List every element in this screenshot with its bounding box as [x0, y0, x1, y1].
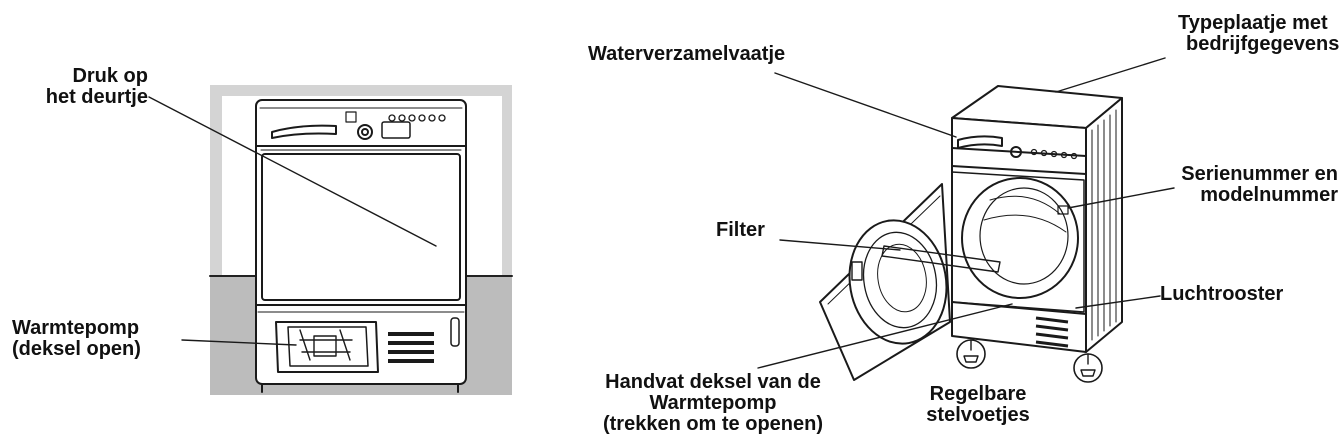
front-door — [261, 153, 461, 301]
label-line: stelvoetjes — [926, 404, 1030, 426]
label-line: Serienummer en — [1181, 163, 1338, 185]
label-line: Luchtrooster — [1160, 283, 1284, 305]
leader-warmtepomp — [181, 339, 297, 346]
label-waterverzamelvaatje: Waterverzamelvaatje — [588, 44, 785, 65]
label-luchtrooster: Luchtrooster — [1160, 284, 1283, 305]
label-line: Typeplaatje met — [1178, 12, 1328, 34]
water-container-drawer — [957, 135, 1003, 149]
open-dryer-illustration — [757, 57, 1175, 383]
leader-druk-op — [148, 96, 437, 247]
side-hatching — [1091, 109, 1117, 341]
label-line: het deurtje — [45, 86, 148, 108]
label-handvat: Handvat deksel van de Warmtepomp (trekke… — [562, 372, 864, 435]
dryer-front-body — [255, 99, 467, 385]
heat-pump-hatch — [275, 321, 379, 373]
front-vent-grille — [388, 332, 434, 363]
leader-luchtrooster — [1075, 295, 1161, 309]
leader-filter — [779, 239, 901, 251]
serial-plate — [1057, 205, 1069, 215]
front-view-illustration — [148, 85, 513, 395]
label-filter: Filter — [716, 220, 765, 241]
label-line: Handvat deksel van de — [605, 371, 821, 393]
label-serienummer: Serienummer en modelnummer — [1160, 164, 1338, 206]
label-line: Regelbare — [929, 383, 1027, 405]
label-warmtepomp: Warmtepomp (deksel open) — [12, 318, 141, 360]
leader-serienummer — [1067, 187, 1175, 209]
label-line: bedrijfgegevens — [1186, 33, 1340, 55]
label-line: Warmtepomp — [12, 317, 140, 339]
filter-slot — [881, 245, 1001, 273]
label-line: Druk op — [72, 65, 148, 87]
label-druk-op: Druk op het deurtje — [38, 66, 148, 108]
leader-handvat — [757, 303, 1013, 369]
label-typeplaatje: Typeplaatje met bedrijfgegevens — [1178, 13, 1339, 55]
side-vent-grille — [1035, 316, 1069, 348]
label-line: Filter — [716, 219, 765, 241]
label-line: (deksel open) — [12, 338, 141, 360]
label-line: Waterverzamelvaatje — [588, 43, 786, 65]
label-regelbare-stelvoetjes: Regelbare stelvoetjes — [916, 384, 1040, 426]
leader-waterverzamel — [774, 72, 957, 138]
drawer-handle — [271, 124, 337, 139]
label-line: (trekken om te openen) — [602, 413, 824, 435]
label-line: modelnummer — [1200, 184, 1338, 206]
label-line: Warmtepomp — [649, 392, 777, 414]
leader-typeplaatje — [1055, 57, 1166, 93]
